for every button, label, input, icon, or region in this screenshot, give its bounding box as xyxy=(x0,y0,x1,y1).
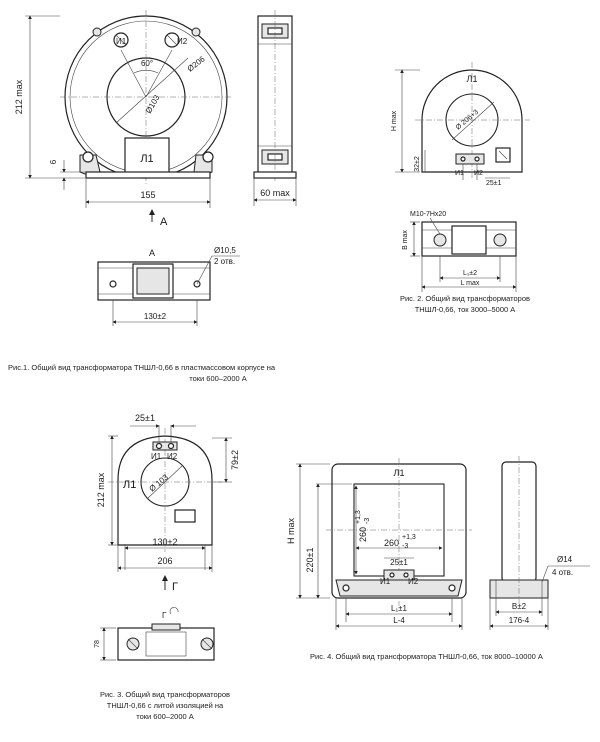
fig4-dim-l1: L₁±1 xyxy=(391,604,408,613)
fig1-side-view xyxy=(253,10,297,206)
fig3-caption-line3: токи 600–2000 А xyxy=(136,712,194,721)
fig1-hole-spacing: 130±2 xyxy=(144,312,167,321)
fig2-bottom-view xyxy=(410,217,517,292)
figure-3: 25±1 И1 И2 212 max Л1 Ø 103 79±2 130±2 2… xyxy=(94,413,240,721)
fig4-hole-count: 4 отв. xyxy=(552,568,573,577)
fig4-dim-176: 176-4 xyxy=(509,616,530,625)
fig1-hole-count: 2 отв. xyxy=(214,257,235,266)
figure-1: 212 max 6 155 60° Ø206 Ø103 И1 И2 Л1 А 6… xyxy=(8,10,297,383)
fig1-dim-width: 155 xyxy=(140,190,155,200)
fig1-angle: 60° xyxy=(141,59,153,68)
fig2-dim-b: B max xyxy=(402,230,409,250)
fig2-caption-line1: Рис. 2. Общий вид трансформаторов xyxy=(400,294,530,303)
fig2-front-view xyxy=(395,62,530,180)
fig3-view-title: Г xyxy=(162,611,167,620)
fig2-dim-h: H max xyxy=(391,110,398,131)
fig4-label-i2: И2 xyxy=(408,577,419,586)
fig3-dim-25: 25±1 xyxy=(135,413,155,423)
fig1-caption-line1: Рис.1. Общий вид трансформатора ТНШЛ-0,6… xyxy=(8,363,276,372)
fig1-hole-diameter: Ø10,5 xyxy=(214,246,236,255)
fig4-caption: Рис. 4. Общий вид трансформатора ТНШЛ-0,… xyxy=(310,652,543,661)
fig4-dim-h: H max xyxy=(286,518,296,545)
fig4-label-l1: Л1 xyxy=(394,468,405,478)
fig1-terminal-i2 xyxy=(164,32,180,48)
fig3-dim-79: 79±2 xyxy=(230,450,240,470)
fig1-view-marker: А xyxy=(160,216,168,228)
fig1-label-i1: И1 xyxy=(116,37,127,46)
fig1-view-title: А xyxy=(149,248,155,258)
fig2-label-i1: И1 xyxy=(455,170,464,177)
fig2-dim-l: L max xyxy=(461,280,480,287)
fig4-dim-260b-tol: +1,3 xyxy=(402,534,416,541)
fig4-label-i1: И1 xyxy=(380,577,391,586)
fig1-dim-base: 6 xyxy=(49,159,58,164)
fig3-dim-130: 130±2 xyxy=(153,537,178,547)
fig1-nameplate xyxy=(124,137,170,175)
fig2-thread: М10-7Нх20 xyxy=(410,211,446,218)
fig1-view-a xyxy=(97,255,240,326)
fig4-dim-260a: 260 xyxy=(358,527,368,542)
fig1-dim-depth: 60 max xyxy=(260,188,290,198)
fig1-caption-line2: токи 600–2000 А xyxy=(189,374,247,383)
fig3-label-i2: И2 xyxy=(167,452,178,461)
fig4-dim-220: 220±1 xyxy=(305,548,315,573)
fig2-label-i2: И2 xyxy=(474,170,483,177)
fig3-caption-line1: Рис. 3. Общий вид трансформаторов xyxy=(100,690,230,699)
fig1-label-l1: Л1 xyxy=(140,153,153,165)
fig2-dim-l1: L₁±2 xyxy=(463,270,477,277)
fig3-caption-line2: ТНШЛ-0,66 с литой изоляцией на xyxy=(107,701,224,710)
fig4-dim-260a-group: 260 +1,3 -3 xyxy=(355,510,371,542)
fig3-dim-height: 212 max xyxy=(96,472,106,507)
fig3-label-i1: И1 xyxy=(151,452,162,461)
fig4-dim-260a-tol: +1,3 xyxy=(355,510,362,524)
fig4-dim-260b-tol2: -3 xyxy=(402,543,408,550)
fig2-dim-32: 32±2 xyxy=(414,156,421,172)
fig2-dim-25: 25±1 xyxy=(486,180,502,187)
fig1-label-i2: И2 xyxy=(177,37,188,46)
fig2-label-l1: Л1 xyxy=(467,74,478,84)
fig3-front-view xyxy=(108,424,232,590)
fig2-caption-line2: ТНШЛ-0,66, ток 3000–5000 А xyxy=(415,305,516,314)
fig4-dim-260b: 260 xyxy=(384,538,399,548)
fig1-terminal-i1 xyxy=(113,32,129,48)
fig3-view-g xyxy=(100,607,215,661)
fig4-front-view xyxy=(296,458,472,630)
fig3-label-l1: Л1 xyxy=(123,479,136,491)
fig1-dim-height: 212 max xyxy=(14,79,24,114)
figure-4: Л1 H max 220±1 260 +1,3 -3 260 +1,3 -3 2… xyxy=(286,456,590,661)
fig3-dim-206: 206 xyxy=(157,556,172,566)
fig4-dim-b: B±2 xyxy=(512,602,527,611)
fig3-view-marker: Г xyxy=(172,581,178,593)
fig4-dim-l: L-4 xyxy=(393,616,405,625)
figure-2: Л1 H max Ø 206+3 32±2 И1 И2 25±1 М10-7Нх… xyxy=(391,62,530,314)
fig1-front-view xyxy=(25,10,232,222)
fig4-dim-260a-tol2: -3 xyxy=(364,518,371,524)
fig4-hole-diameter: Ø14 xyxy=(557,555,573,564)
fig3-dim-78: 78 xyxy=(94,640,101,648)
fig4-side-view xyxy=(489,456,590,630)
fig4-dim-25: 25±1 xyxy=(390,558,408,567)
